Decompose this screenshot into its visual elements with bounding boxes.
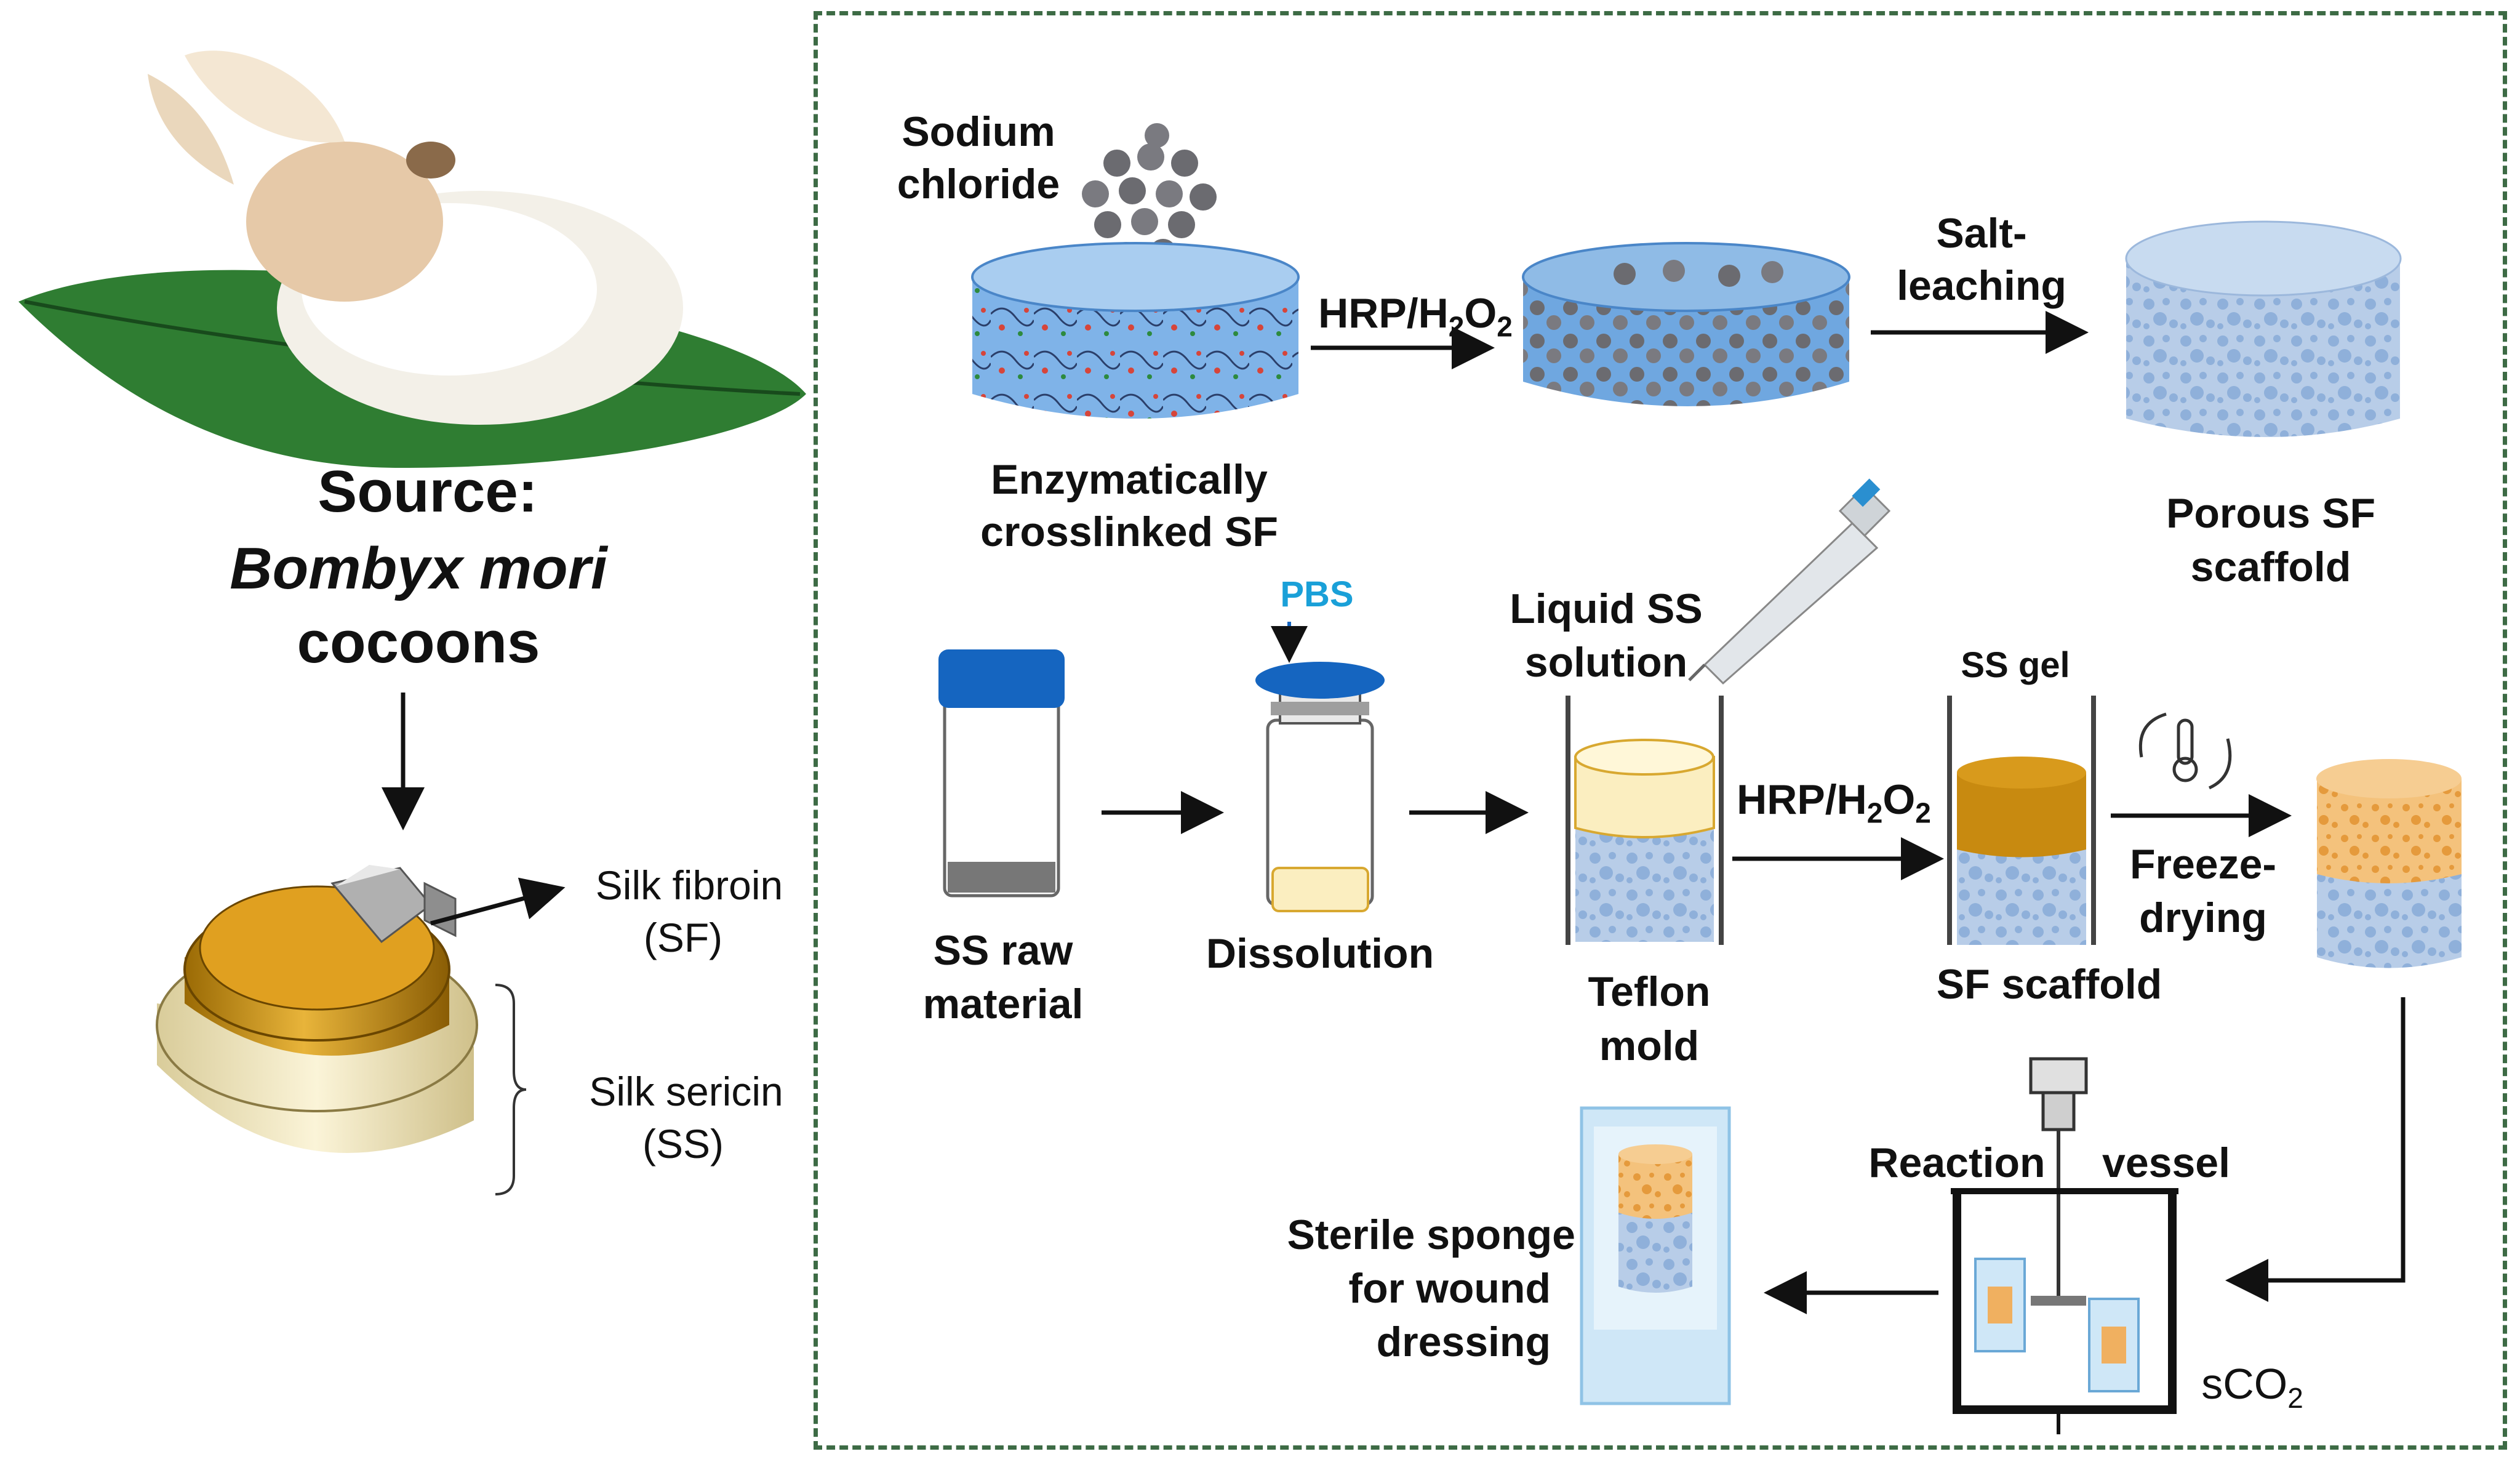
cocoons-label: cocoons xyxy=(297,609,540,675)
porous-label-2: scaffold xyxy=(2190,544,2351,590)
sf-abbr: (SF) xyxy=(643,915,723,960)
porous-sf-scaffold xyxy=(2125,220,2402,437)
vessel-label: vessel xyxy=(2102,1139,2230,1186)
porous-label-1: Porous SF xyxy=(2166,490,2376,537)
process-frame xyxy=(814,11,2507,1450)
sericin-bracket xyxy=(495,984,527,1195)
ss-abbr: (SS) xyxy=(642,1121,724,1167)
hrp-label-top: HRP/H2O2 xyxy=(1318,290,1513,343)
hrp-label-mid: HRP/H2O2 xyxy=(1737,776,1931,829)
teflon-label-1: Teflon xyxy=(1588,968,1711,1015)
teflon-mold-gel xyxy=(1947,696,2096,945)
salt-label-1: Salt- xyxy=(1936,210,2027,257)
teflon-mold-liquid xyxy=(1566,696,1724,945)
salt-loaded-disk xyxy=(1522,242,1850,406)
reaction-vessel xyxy=(1951,1057,2178,1434)
sterile-label-1: Sterile sponge xyxy=(1287,1211,1575,1258)
raw-label-2: material xyxy=(922,981,1084,1027)
sodium-label-2: chloride xyxy=(897,161,1060,207)
silk-fibroin-label: Silk fibroin xyxy=(595,862,783,908)
bombyx-mori-photo xyxy=(18,50,806,468)
salt-label-2: leaching xyxy=(1897,262,2066,309)
sf-scaffold-label: SF scaffold xyxy=(1936,961,2162,1008)
freeze-label-2: drying xyxy=(2139,894,2267,941)
enzymatic-label-1: Enzymatically xyxy=(991,456,1268,503)
source-label: Source: xyxy=(318,459,538,524)
ss-raw-vial xyxy=(938,649,1065,898)
vessel-arrow xyxy=(2225,997,2406,1302)
liquid-label-2: solution xyxy=(1524,639,1688,686)
pbs-label: PBS xyxy=(1280,574,1354,614)
ss-gel-label: SS gel xyxy=(1961,645,2070,685)
sodium-label-1: Sodium xyxy=(902,108,1055,155)
bilayer-sponge xyxy=(2316,759,2462,968)
enzymatic-label-2: crosslinked SF xyxy=(980,508,1278,555)
teflon-label-2: mold xyxy=(1599,1022,1700,1069)
sco2-label: sCO2 xyxy=(2201,1360,2303,1414)
cocoon-layers-illustration xyxy=(156,865,478,1153)
pipette-icon xyxy=(1688,478,1891,685)
reaction-label: Reaction xyxy=(1868,1139,2046,1186)
raw-label-1: SS raw xyxy=(933,927,1073,974)
silk-fibroin-pointer xyxy=(430,877,566,926)
sterile-label-3: dressing xyxy=(1376,1319,1551,1365)
sterile-label-2: for wound xyxy=(1348,1265,1551,1312)
species-name: Bombyx mori xyxy=(230,536,607,601)
dissolution-label: Dissolution xyxy=(1206,930,1434,977)
dissolution-vial xyxy=(1255,622,1385,912)
liquid-label-1: Liquid SS xyxy=(1510,585,1703,632)
sterile-pouch xyxy=(1580,1106,1731,1405)
crosslinked-sf-disk xyxy=(971,242,1300,419)
freeze-label-1: Freeze- xyxy=(2129,841,2277,888)
silk-sericin-label: Silk sericin xyxy=(589,1069,783,1114)
thermometer-icon xyxy=(2138,712,2232,790)
